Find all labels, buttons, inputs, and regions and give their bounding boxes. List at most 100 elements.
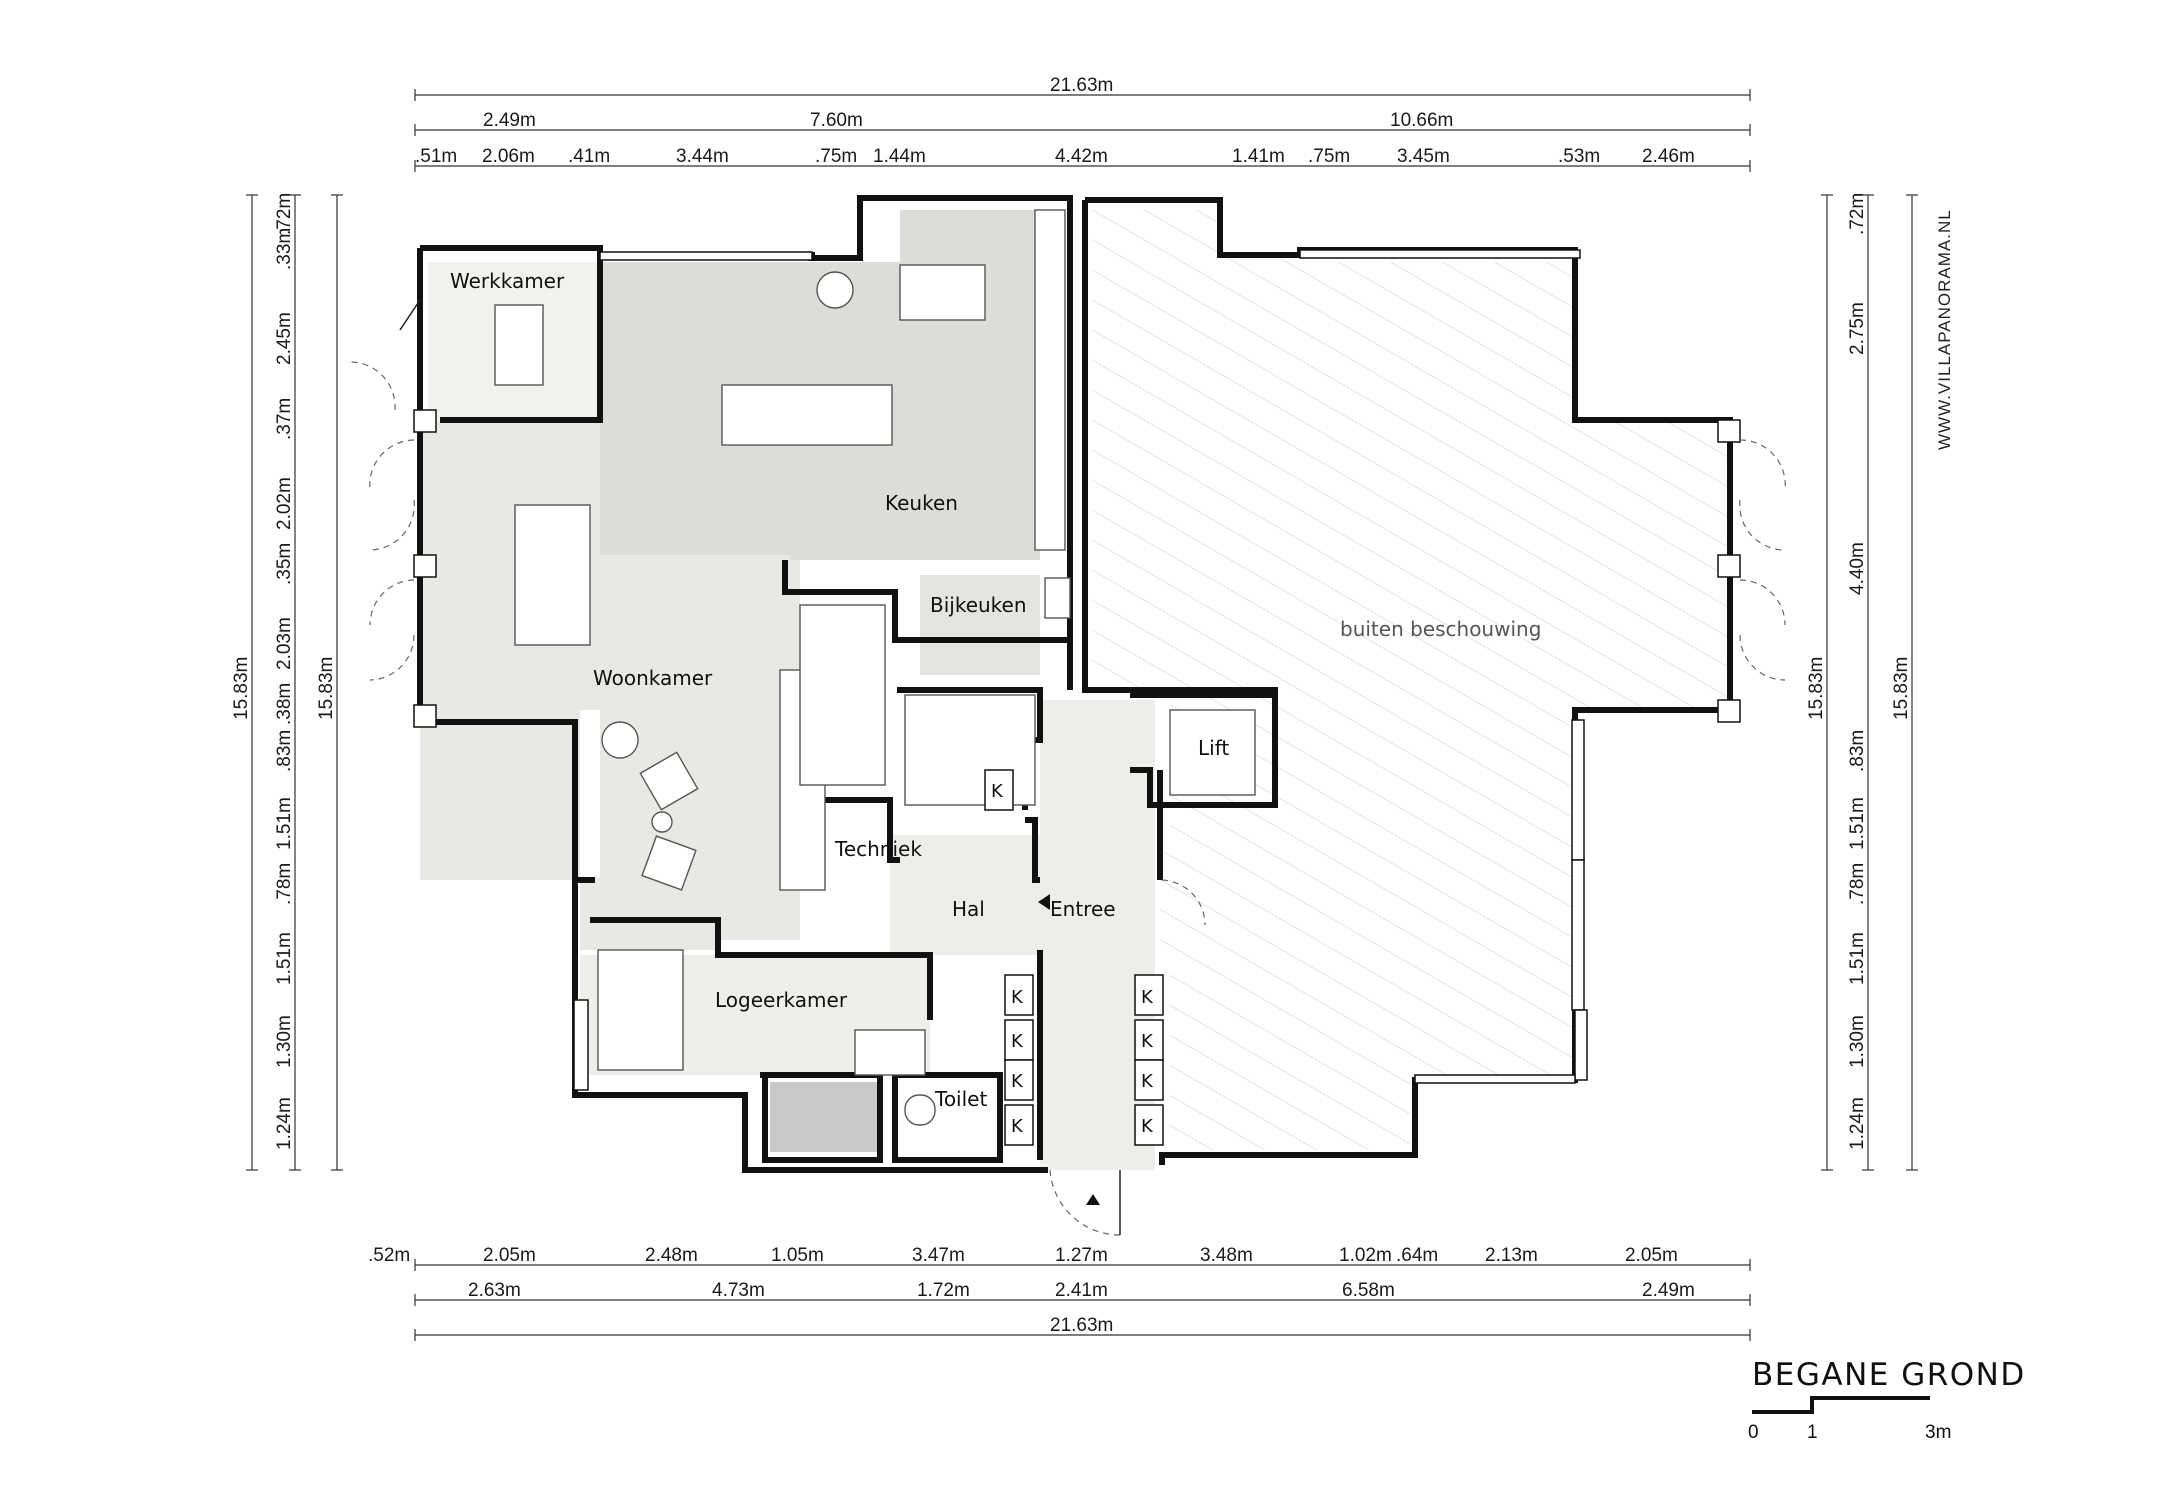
dim-top3-4: .75m <box>815 146 857 167</box>
dim-right-6: 1.51m <box>1847 932 1868 985</box>
dim-top3-10: .53m <box>1558 146 1600 167</box>
dim-bot1-6: 3.48m <box>1200 1245 1253 1266</box>
dim-bot2-5: 2.49m <box>1642 1280 1695 1301</box>
dim-right-outer: 15.83m <box>1891 657 1912 720</box>
floor-outside-hatch <box>1092 210 1730 1150</box>
label-logeerkamer: Logeerkamer <box>715 988 848 1012</box>
lift-car <box>1169 709 1256 796</box>
scale-1: 1 <box>1807 1422 1818 1443</box>
dim-right-2: 4.40m <box>1847 542 1868 595</box>
kitchen-counter <box>1034 209 1066 551</box>
label-keuken: Keuken <box>885 491 958 515</box>
bed <box>597 949 684 1071</box>
dim-top2-1: 7.60m <box>810 110 863 131</box>
wall-lift <box>1130 692 1278 808</box>
dim-left-9: 1.51m <box>274 797 295 850</box>
dim-right-5: .78m <box>1847 863 1868 905</box>
dim-bot1-1: 2.05m <box>483 1245 536 1266</box>
plan-title: BEGANE GROND <box>1752 1357 2026 1393</box>
dim-bot2-0: 2.63m <box>468 1280 521 1301</box>
floor-hal <box>890 835 1040 955</box>
dim-right-4: 1.51m <box>1847 797 1868 850</box>
label-woonkamer: Woonkamer <box>593 666 713 690</box>
wall-kitchen-south <box>782 560 1070 643</box>
title-block: BEGANE GROND 0 1 3m <box>1748 1357 2026 1443</box>
scale-bar <box>1752 1396 1930 1414</box>
label-k-4: K <box>1011 1116 1024 1137</box>
label-k-3: K <box>1011 1071 1024 1092</box>
label-bijkeuken: Bijkeuken <box>930 593 1027 617</box>
dim-labels-right: 15.83m 15.83m .72m 2.75m 4.40m .83m 1.51… <box>1806 193 1912 1150</box>
entry-triangle-icon <box>1086 1194 1100 1205</box>
dim-bot1-7: 1.02m <box>1339 1245 1392 1266</box>
dim-left-11: 1.51m <box>274 932 295 985</box>
label-k-7: K <box>1141 1071 1154 1092</box>
dim-bot-total: 21.63m <box>1050 1315 1113 1336</box>
dim-top3-0: .51m <box>415 146 457 167</box>
dim-right-7: 1.30m <box>1847 1015 1868 1068</box>
label-techniek: Techniek <box>834 837 922 861</box>
closets <box>984 769 1164 1146</box>
dim-bot1-10: 2.05m <box>1625 1245 1678 1266</box>
dim-left-inner: 15.83m <box>316 657 337 720</box>
dim-top3-1: 2.06m <box>482 146 535 167</box>
dim-left-6: 2.03m <box>274 617 295 670</box>
dim-right-1: 2.75m <box>1847 302 1868 355</box>
dim-left-13: 1.24m <box>274 1097 295 1150</box>
armchair-1 <box>639 751 699 811</box>
label-k-1: K <box>1011 987 1024 1008</box>
dim-left-5: .35m <box>274 543 295 585</box>
shower <box>854 1029 926 1076</box>
dim-top3-6: 4.42m <box>1055 146 1108 167</box>
dim-left-2: 2.45m <box>274 312 295 365</box>
dining-table <box>721 384 893 446</box>
label-k-6: K <box>1141 1031 1154 1052</box>
dim-bot1-8: .64m <box>1396 1245 1438 1266</box>
wall-werkkamer <box>440 255 603 423</box>
dim-bot1-9: 2.13m <box>1485 1245 1538 1266</box>
label-werkkamer: Werkkamer <box>450 269 565 293</box>
sofa-table <box>514 504 591 646</box>
floor-areas <box>420 210 1730 1170</box>
dim-top3-5: 1.44m <box>873 146 926 167</box>
dim-labels-top: 21.63m 2.49m 7.60m 10.66m .51m 2.06m .41… <box>415 75 1695 167</box>
scale-0: 0 <box>1748 1422 1759 1443</box>
entree-arrow-icon <box>1038 894 1050 910</box>
dim-left-1: .33m <box>274 228 295 270</box>
side-table <box>651 811 673 833</box>
dim-left-10: .78m <box>274 863 295 905</box>
dim-left-12: 1.30m <box>274 1015 295 1068</box>
dim-top3-7: 1.41m <box>1232 146 1285 167</box>
dim-right-8: 1.24m <box>1847 1097 1868 1150</box>
dim-bot1-3: 1.05m <box>771 1245 824 1266</box>
stair-right <box>904 694 1036 806</box>
dim-left-3: .37m <box>274 398 295 440</box>
label-k-8: K <box>1141 1116 1154 1137</box>
label-hal: Hal <box>952 897 985 921</box>
floor-bijkeuken <box>920 575 1040 675</box>
dim-bot1-5: 1.27m <box>1055 1245 1108 1266</box>
dim-right-inner: 15.83m <box>1806 657 1827 720</box>
dim-labels-bottom: .52m 2.05m 2.48m 1.05m 3.47m 1.27m 3.48m… <box>368 1245 1695 1336</box>
dim-right-3: .83m <box>1847 730 1868 772</box>
dim-left-8: .83m <box>274 730 295 772</box>
dim-top3-3: 3.44m <box>676 146 729 167</box>
sink-bijkeuken <box>1044 577 1071 619</box>
floor-bathroom <box>770 1082 880 1152</box>
dimension-ticks <box>246 89 1918 1341</box>
dim-top3-8: .75m <box>1308 146 1350 167</box>
dim-top-total: 21.63m <box>1050 75 1113 96</box>
room-labels: Werkkamer Keuken Woonkamer Bijkeuken Tec… <box>450 269 1541 1205</box>
dimension-lines <box>251 94 1913 1336</box>
wall-techniek <box>800 797 900 863</box>
dim-top3-9: 3.45m <box>1397 146 1450 167</box>
dim-top3-11: 2.46m <box>1642 146 1695 167</box>
dim-bot2-4: 6.58m <box>1342 1280 1395 1301</box>
dim-bot1-0: .52m <box>368 1245 410 1266</box>
toilet-bowl <box>904 1094 936 1126</box>
label-k-5: K <box>1141 987 1154 1008</box>
label-toilet: Toilet <box>934 1087 987 1111</box>
dim-left-7: .38m <box>274 683 295 725</box>
label-k-2: K <box>1011 1031 1024 1052</box>
